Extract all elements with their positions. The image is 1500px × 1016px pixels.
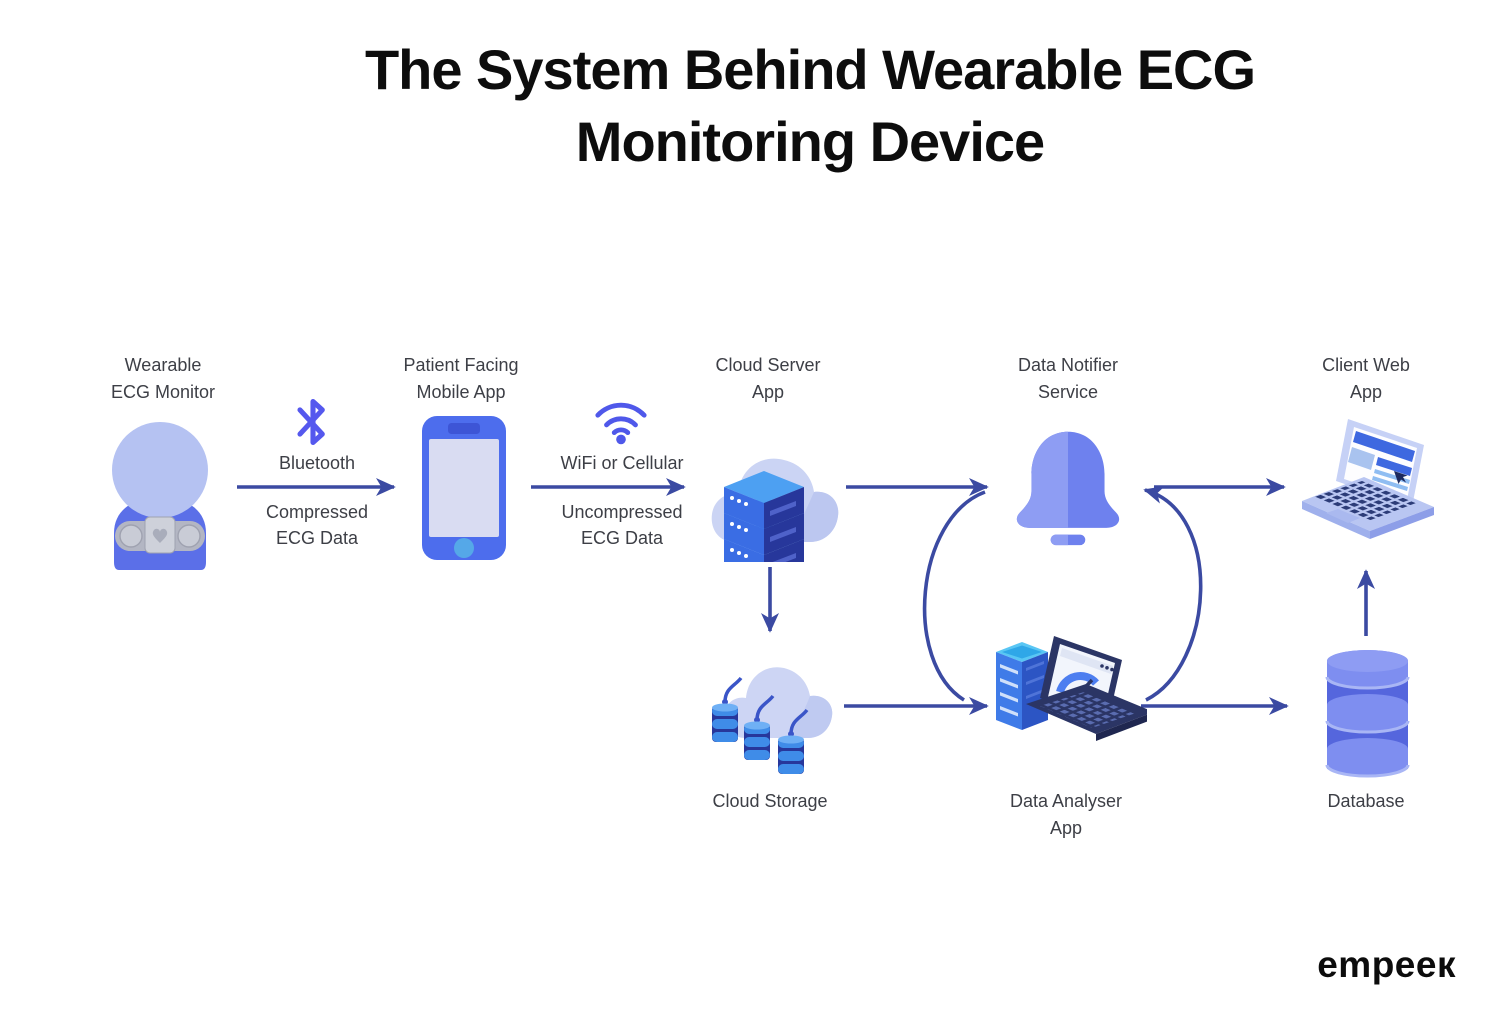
notification-bell-icon <box>1016 431 1120 546</box>
label-client-web-app: Client Web App <box>1246 352 1486 406</box>
page-title-line1: The System Behind Wearable ECG <box>364 38 1256 101</box>
label-patient-mobile-app: Patient Facing Mobile App <box>341 352 581 406</box>
wearable-ecg-monitor-icon <box>112 422 208 570</box>
label-wearable-ecg-monitor: Wearable ECG Monitor <box>43 352 283 406</box>
label-line: Mobile App <box>416 382 506 402</box>
label-bluetooth-protocol: Bluetooth <box>278 453 356 473</box>
cloud-storage-icon <box>712 667 833 774</box>
empeek-logo: empeeк <box>1317 944 1456 985</box>
label-line: Database <box>1327 791 1405 811</box>
label-line: App <box>1349 382 1383 402</box>
label-cloud-storage: Cloud Storage <box>650 788 890 815</box>
label-line: Compressed <box>265 502 369 522</box>
label-line: Service <box>1037 382 1099 402</box>
label-line: Wearable <box>124 355 202 375</box>
client-laptop-icon <box>1302 419 1434 539</box>
database-icon <box>1325 650 1410 778</box>
label-bluetooth-payload: Compressed ECG Data <box>192 499 442 551</box>
label-line: App <box>751 382 785 402</box>
mobile-app-icon <box>422 416 506 560</box>
curve-analyser-to-notifier <box>1143 486 1203 702</box>
label-cloud-server-app: Cloud Server App <box>648 352 888 406</box>
label-line: Cloud Storage <box>712 791 828 811</box>
label-wifi-payload: Uncompressed ECG Data <box>497 499 747 551</box>
page-title-line2: Monitoring Device <box>575 110 1045 173</box>
storage-cylinders <box>712 676 809 774</box>
label-line: ECG Data <box>580 528 664 548</box>
cloud-server-icon <box>711 458 839 562</box>
server-stack <box>724 471 804 562</box>
bluetooth-icon <box>297 399 325 445</box>
cursor-icon <box>1394 471 1408 484</box>
wifi-icon <box>595 402 647 445</box>
page-title: The System Behind Wearable ECG Monitorin… <box>250 34 1370 178</box>
label-line: ECG Monitor <box>110 382 216 402</box>
label-line: Data Analyser <box>1009 791 1123 811</box>
label-line: ECG Data <box>275 528 359 548</box>
label-wifi-protocol: WiFi or Cellular <box>560 453 684 473</box>
label-line: Cloud Server <box>715 355 821 375</box>
label-line: Patient Facing <box>403 355 519 375</box>
data-analyser-icon <box>996 636 1147 741</box>
analyser-laptop <box>1026 636 1147 741</box>
label-line: App <box>1049 818 1083 838</box>
label-data-analyser-app: Data Analyser App <box>946 788 1186 842</box>
label-line: Data Notifier <box>1017 355 1119 375</box>
server-tower <box>996 642 1048 730</box>
label-line: Client Web <box>1322 355 1410 375</box>
label-database: Database <box>1246 788 1486 815</box>
gauge-icon <box>1056 672 1099 694</box>
curve-left-loop <box>922 490 986 702</box>
label-line: Uncompressed <box>561 502 683 522</box>
heart-icon <box>152 528 168 543</box>
label-data-notifier-service: Data Notifier Service <box>948 352 1188 406</box>
